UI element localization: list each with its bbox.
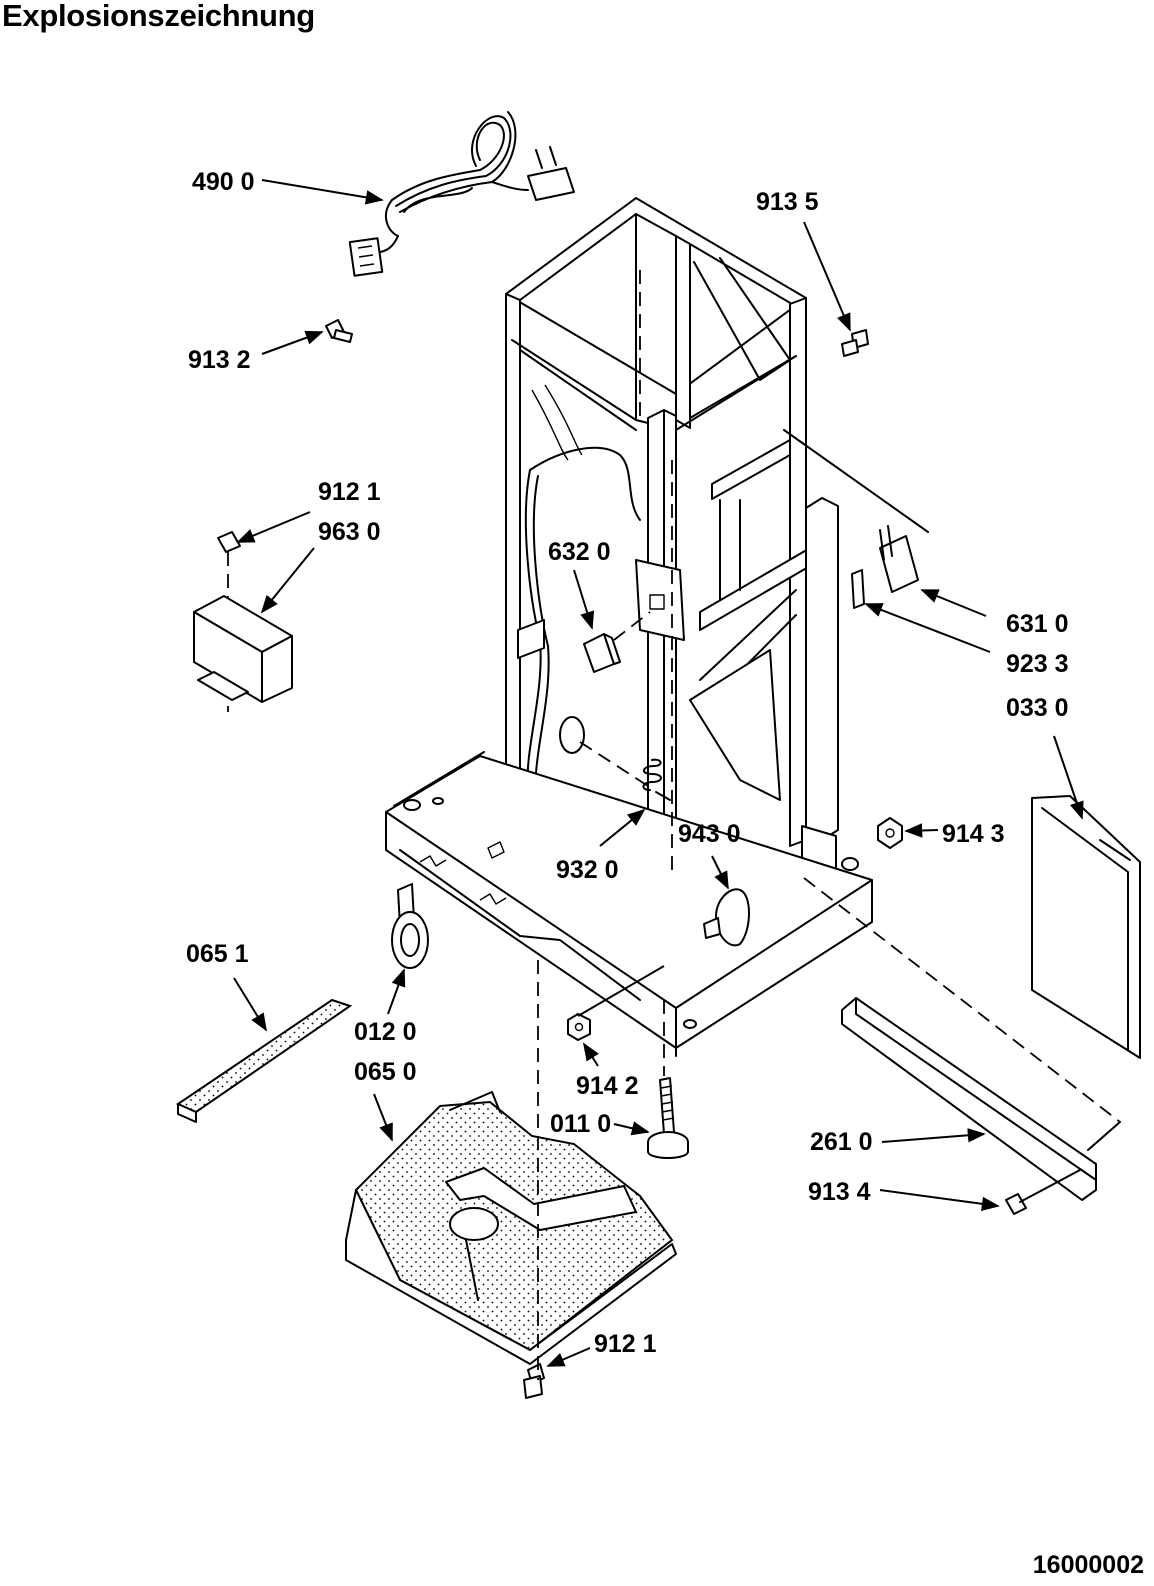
label-6310: 631 0 [1006, 610, 1069, 638]
label-9132: 913 2 [188, 346, 251, 374]
label-0120: 012 0 [354, 1018, 417, 1046]
label-2610: 261 0 [810, 1128, 873, 1156]
leader-arrows [233, 179, 1084, 1367]
spring-9320-part [579, 741, 671, 801]
microswitch-6310-part [783, 429, 929, 609]
label-9121-top: 912 1 [318, 478, 381, 506]
label-9320: 932 0 [556, 856, 619, 884]
label-4900: 490 0 [192, 168, 255, 196]
label-9135: 913 5 [756, 188, 819, 216]
pressure-switch-9430-part [703, 888, 750, 947]
label-9134: 913 4 [808, 1178, 871, 1206]
switch-6320-part [583, 611, 651, 673]
cover-9630-part [193, 531, 293, 712]
rail-2610-part [841, 997, 1097, 1215]
page-title: Explosionszeichnung [2, 0, 315, 33]
base-tray-part [385, 751, 873, 1057]
nut-9142-part [567, 965, 665, 1041]
caster-0120-part [391, 883, 429, 969]
label-9430: 943 0 [678, 820, 741, 848]
power-cord-part [348, 111, 575, 277]
side-panel-0330-part [1031, 795, 1141, 1059]
label-9143: 914 3 [942, 820, 1005, 848]
label-9630: 963 0 [318, 518, 381, 546]
screw-9121-bottom-part [523, 1363, 545, 1399]
label-0651: 065 1 [186, 940, 249, 968]
label-0650: 065 0 [354, 1058, 417, 1086]
part-labels: 490 0 913 5 913 2 912 1 963 0 632 0 631 … [186, 168, 1069, 1358]
label-0330: 033 0 [1006, 694, 1069, 722]
label-6320: 632 0 [548, 538, 611, 566]
label-9142: 914 2 [576, 1072, 639, 1100]
label-9233: 923 3 [1006, 650, 1069, 678]
label-0110: 011 0 [550, 1110, 611, 1138]
screw-9132-part [325, 319, 353, 343]
alignment-lines [537, 270, 1121, 1380]
label-9121-bottom: 912 1 [594, 1330, 657, 1358]
bottom-pan-0650-part [345, 1091, 677, 1365]
leveling-foot-0110-part [647, 1000, 689, 1159]
screw-9135-part [841, 329, 869, 357]
drawing-number: 16000002 [1032, 1551, 1144, 1579]
foam-strip-0651-part [175, 998, 353, 1123]
nut-9143-part [877, 817, 903, 849]
